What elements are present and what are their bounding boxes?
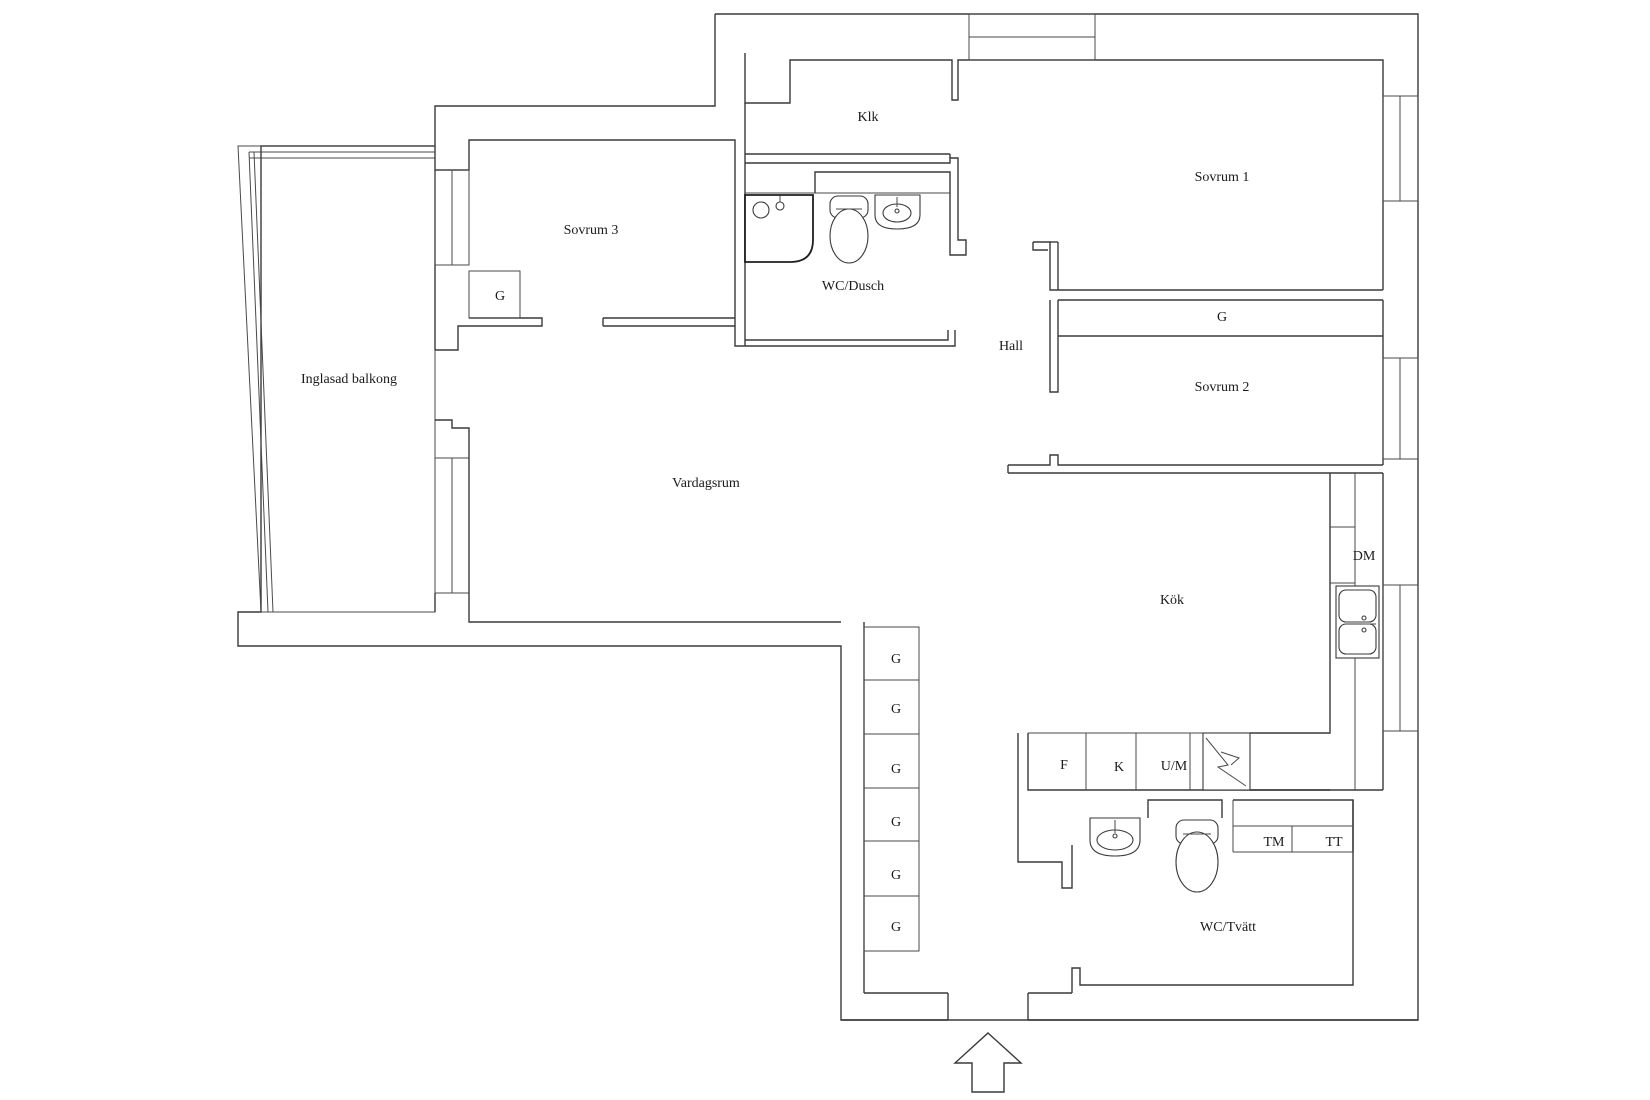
room-label-hall: Hall xyxy=(999,339,1023,354)
kitchen-sink-icon xyxy=(1335,585,1380,659)
storage-label-entrance: G xyxy=(891,652,901,667)
room-label-sovrum3: Sovrum 3 xyxy=(564,223,619,238)
room-label-inglasad-balkong: Inglasad balkong xyxy=(301,372,397,387)
appliance-labels: DM F K U/M TM TT xyxy=(1060,549,1376,850)
appliance-label-um: U/M xyxy=(1161,759,1188,774)
toilet-icon xyxy=(1175,819,1219,893)
outer-walls xyxy=(237,13,1419,1021)
room-label-sovrum1: Sovrum 1 xyxy=(1195,170,1250,185)
storage-labels: G G G G G G G G xyxy=(495,289,1227,935)
storage-label-entrance: G xyxy=(891,920,901,935)
appliance-label-f: F xyxy=(1060,758,1068,773)
appliance-label-tm: TM xyxy=(1264,835,1286,850)
appliance-label-dm: DM xyxy=(1353,549,1376,564)
sink-icon xyxy=(874,194,921,230)
storage-label-entrance: G xyxy=(891,868,901,883)
sink-icon xyxy=(1089,817,1141,857)
interior-walls xyxy=(434,103,1383,993)
room-label-kok: Kök xyxy=(1160,593,1184,608)
room-label-wc-dusch: WC/Dusch xyxy=(822,279,884,294)
room-label-klk: Klk xyxy=(858,110,879,125)
stove-icon xyxy=(1202,732,1251,791)
storage-label-entrance: G xyxy=(891,762,901,777)
storage-label-sovrum3: G xyxy=(495,289,505,304)
shower-icon xyxy=(744,194,814,263)
room-label-wc-tvatt: WC/Tvätt xyxy=(1200,920,1256,935)
storage-label-entrance: G xyxy=(891,702,901,717)
storage-label-sovrum1: G xyxy=(1217,310,1227,325)
appliance-label-tt: TT xyxy=(1325,835,1343,850)
storage-label-entrance: G xyxy=(891,815,901,830)
appliance-label-k: K xyxy=(1114,760,1124,775)
entrance-arrow-icon xyxy=(953,1032,1023,1093)
room-labels: Klk Sovrum 1 Sovrum 3 WC/Dusch Hall Sovr… xyxy=(301,110,1256,935)
room-label-sovrum2: Sovrum 2 xyxy=(1195,380,1250,395)
room-label-vardagsrum: Vardagsrum xyxy=(672,476,740,491)
toilet-icon xyxy=(829,195,869,264)
